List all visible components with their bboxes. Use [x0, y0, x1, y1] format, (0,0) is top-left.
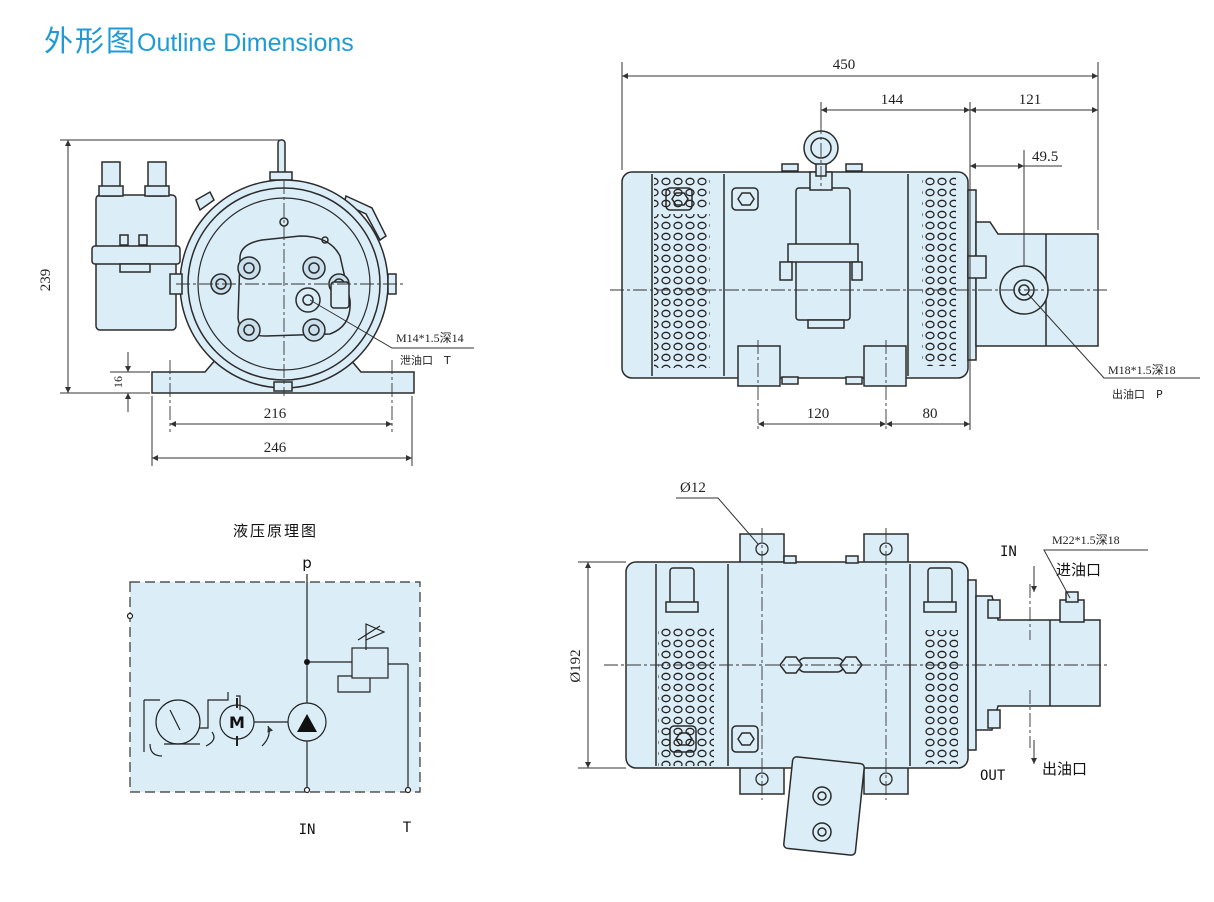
side-view-dimensions — [621, 62, 1200, 430]
vent-holes-top-left — [658, 628, 714, 766]
schematic-boundary — [129, 581, 421, 793]
dim-diameter-192: Ø192 — [568, 649, 584, 682]
outlet-port-name: 出油口 P — [1112, 387, 1163, 401]
front-view-centerlines — [169, 180, 404, 432]
drain-port-name: 泄油口 T — [400, 353, 451, 367]
inlet-name: 进油口 — [1056, 561, 1101, 579]
schematic-p-label: p — [302, 554, 312, 572]
outlet-port-spec: M18*1.5深18 — [1108, 363, 1176, 377]
vent-holes-side-right — [922, 176, 956, 366]
side-view-centerlines — [610, 120, 1110, 432]
outlet-name-top: 出油口 — [1042, 760, 1087, 778]
top-view-centerlines — [604, 528, 1110, 800]
dim-216: 216 — [264, 406, 287, 422]
dim-144: 144 — [881, 92, 904, 108]
front-view-dimensions — [60, 139, 474, 466]
dim-16: 16 — [111, 376, 125, 388]
vent-holes-side-left-top — [654, 176, 710, 208]
hydraulic-schematic — [126, 574, 421, 794]
inlet-port-spec: M22*1.5深18 — [1052, 533, 1120, 547]
foot-left-side — [737, 345, 781, 387]
pump-triangle — [297, 714, 317, 732]
front-view — [91, 139, 415, 394]
dim-121: 121 — [1019, 92, 1042, 108]
vent-holes-top-right — [924, 630, 958, 764]
terminal-box-top — [783, 756, 865, 856]
dim-239: 239 — [38, 269, 54, 292]
top-view-dimensions — [578, 497, 1148, 769]
vent-holes-side-left — [654, 214, 710, 368]
schematic-title: 液压原理图 — [233, 522, 318, 540]
lifting-rod — [277, 139, 286, 175]
schematic-t-label: T — [403, 820, 412, 836]
inlet-in-label: IN — [1000, 544, 1017, 560]
dim-hole-12: Ø12 — [680, 480, 706, 496]
dim-80: 80 — [923, 406, 938, 422]
dim-450: 450 — [833, 57, 856, 73]
outlet-out-label: OUT — [980, 768, 1006, 784]
dim-120: 120 — [807, 406, 830, 422]
contactor-band — [91, 245, 181, 265]
foot-right-side — [863, 345, 907, 387]
drain-port-spec: M14*1.5深14 — [396, 331, 464, 345]
inlet-fitting — [1059, 599, 1085, 623]
dim-49-5: 49.5 — [1032, 149, 1058, 165]
schematic-in-label: IN — [299, 822, 316, 838]
dim-246: 246 — [264, 440, 287, 456]
schematic-motor-label: M — [229, 713, 245, 732]
title-english: Outline Dimensions — [137, 29, 354, 57]
title-chinese: 外形图 — [44, 24, 138, 58]
page-title: 外形图Outline Dimensions — [44, 18, 354, 58]
